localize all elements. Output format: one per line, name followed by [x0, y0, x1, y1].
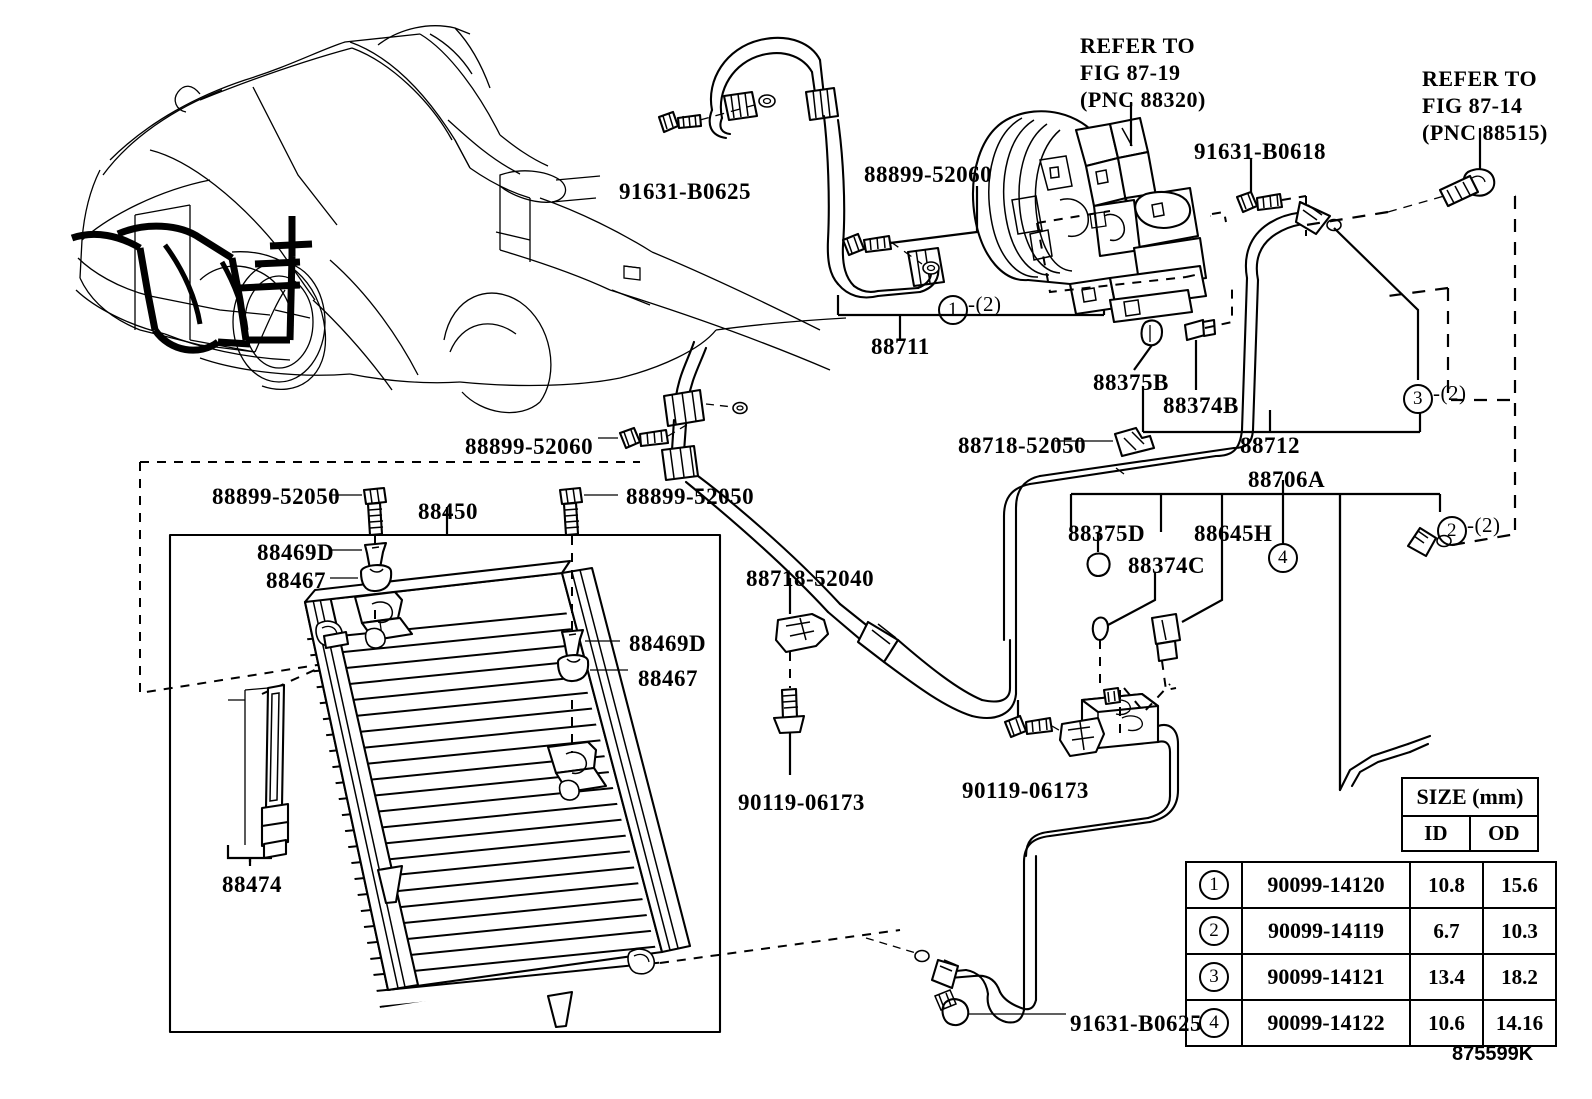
pipe-center	[598, 340, 1018, 719]
l-88469d-top: 88469D	[257, 540, 335, 565]
l-88645h: 88645H	[1194, 521, 1273, 546]
row-ref: 4	[1185, 999, 1243, 1047]
grommet-88467-right	[556, 654, 590, 683]
row-id: 10.6	[1409, 999, 1484, 1047]
l-91631-b0625-bottom: 91631-B0625	[1070, 1011, 1202, 1036]
hose-88711-assembly	[657, 36, 1106, 340]
l-88450: 88450	[418, 499, 478, 524]
l-88899-52050-right: 88899-52050	[626, 484, 755, 509]
part-88645H	[1150, 612, 1182, 663]
size-header-label: SIZE (mm)	[1401, 777, 1539, 817]
compressor-88320	[972, 102, 1208, 324]
row-part-no: 90099-14121	[1241, 953, 1411, 1001]
ref-87-19: REFER TO FIG 87-19 (PNC 88320)	[1080, 33, 1206, 112]
bolt-91631-B0625-top	[657, 110, 703, 134]
valve-block-88706A	[1003, 480, 1442, 790]
l-88374b: 88374B	[1163, 393, 1239, 418]
bolt-90119-06173-left	[772, 687, 806, 735]
bolt-88899-52060-top	[841, 232, 893, 257]
l-88375d: 88375D	[1068, 521, 1146, 546]
l-90119-06173-left: 90119-06173	[738, 790, 865, 815]
bolt-91631-B0625-bottom	[934, 989, 970, 1027]
row-od: 18.2	[1482, 953, 1557, 1001]
l-88711: 88711	[871, 334, 930, 359]
bolt-88899-52050-right	[558, 486, 584, 537]
l-91631-b0618: 91631-B0618	[1194, 139, 1326, 164]
row-part-no: 90099-14120	[1241, 861, 1411, 909]
callout-3: 3-(2)	[1403, 381, 1466, 414]
grommet-88375D	[1086, 552, 1111, 578]
bolt-88899-52050-left	[362, 486, 388, 537]
row-od: 14.16	[1482, 999, 1557, 1047]
ref-87-14: REFER TO FIG 87-14 (PNC 88515)	[1422, 66, 1548, 145]
clamp-88718-52050	[1055, 426, 1156, 458]
callout-2: 2-(2)	[1437, 513, 1500, 546]
row-od: 10.3	[1482, 907, 1557, 955]
l-88718-52040: 88718-52040	[746, 566, 875, 591]
row-ref: 2	[1185, 907, 1243, 955]
row-id: 13.4	[1409, 953, 1484, 1001]
row-ref: 1	[1185, 861, 1243, 909]
l-88474: 88474	[222, 872, 282, 897]
bolt-91631-B0618	[1235, 158, 1307, 236]
row-part-no: 90099-14119	[1241, 907, 1411, 955]
l-90119-06173-right: 90119-06173	[962, 778, 1089, 803]
bolt-90119-06173-right	[1003, 714, 1054, 739]
pipe-88712	[1002, 200, 1422, 642]
l-88899-52060-mid: 88899-52060	[465, 434, 594, 459]
l-88712: 88712	[1240, 433, 1300, 458]
l-88706a: 88706A	[1248, 467, 1326, 492]
col-od: OD	[1468, 815, 1540, 852]
l-88374c: 88374C	[1128, 553, 1206, 578]
l-88718-52050: 88718-52050	[958, 433, 1087, 458]
grommet-88467-top	[359, 564, 393, 593]
condenser-assembly-88450	[139, 461, 901, 1034]
pin-88374C	[1091, 616, 1109, 642]
l-88899-52060-top: 88899-52060	[864, 162, 993, 187]
callout-1: 1-(2)	[938, 292, 1001, 325]
l-88467-top: 88467	[266, 568, 326, 593]
l-88375b: 88375B	[1093, 370, 1169, 395]
connector-88515	[1299, 128, 1496, 228]
col-id: ID	[1401, 815, 1471, 852]
row-id: 6.7	[1409, 907, 1484, 955]
row-id: 10.8	[1409, 861, 1484, 909]
diagram-code: 875599K	[1452, 1043, 1534, 1065]
pipe-bottom-right	[865, 492, 1452, 1027]
callout-4: 4	[1268, 542, 1298, 573]
row-od: 15.6	[1482, 861, 1557, 909]
l-88899-52050-left: 88899-52050	[212, 484, 341, 509]
l-88469d-right: 88469D	[629, 631, 707, 656]
l-88467-right: 88467	[638, 666, 698, 691]
vehicle-illustration	[70, 25, 847, 414]
row-ref: 3	[1185, 953, 1243, 1001]
bracket-88718-52040	[772, 578, 830, 775]
bolt-88899-52060-mid	[618, 426, 670, 450]
l-91631-b0625-top: 91631-B0625	[619, 179, 751, 204]
size-header-table: SIZE (mm) ID OD	[1401, 777, 1540, 852]
row-part-no: 90099-14122	[1241, 999, 1411, 1047]
